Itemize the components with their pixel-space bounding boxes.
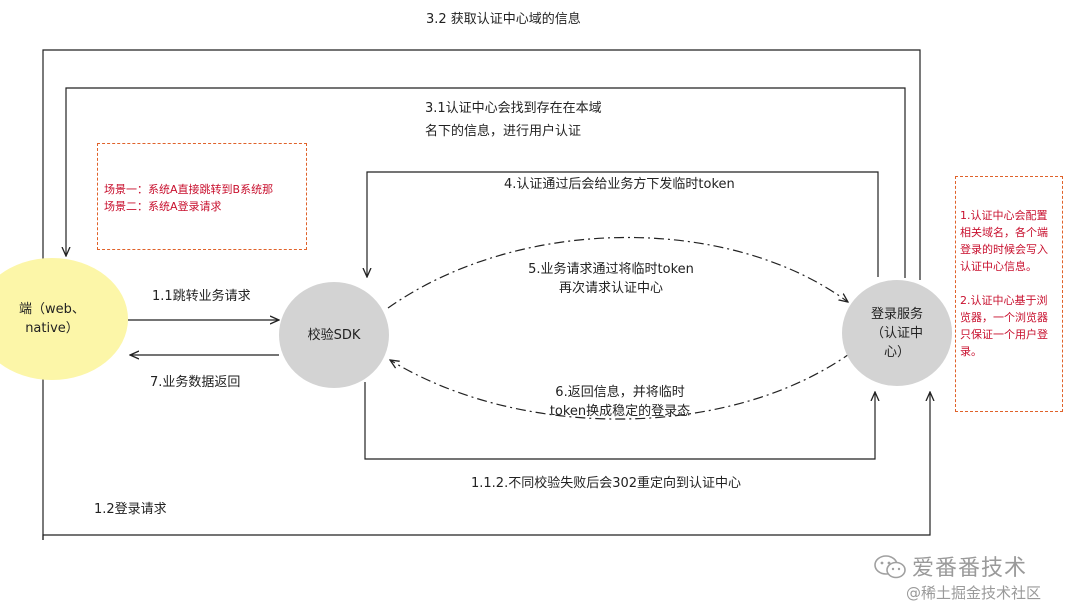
scenario-1-text: 场景一：系统A直接跳转到B系统那	[104, 183, 274, 196]
auth-note-line7: 只保证一个用户登	[960, 328, 1048, 341]
auth-note-line4: 认证中心信息。	[960, 260, 1037, 273]
edge-4-label: 4.认证通过后会给业务方下发临时token	[504, 177, 735, 192]
edge-3-1-line	[66, 87, 906, 278]
login-label-line1: 登录服务	[870, 306, 923, 322]
edge-5-text-line1: 5.业务请求通过将临时token	[528, 262, 694, 277]
scenario-note-box	[97, 143, 307, 250]
edge-6-curve	[390, 351, 853, 420]
auth-center-note-box	[955, 176, 1063, 412]
edge-6-text-line2: token换成稳定的登录态	[549, 404, 691, 419]
edge-5-curve	[387, 236, 848, 309]
diagram-title: 3.2 获取认证中心域的信息	[426, 12, 581, 27]
login-label-line3: 心）	[883, 344, 910, 360]
edge-1-1-label: 1.1跳转业务请求	[152, 289, 251, 304]
client-label-line2: native）	[25, 321, 79, 336]
client-node: 端（web、 native）	[0, 258, 128, 380]
auth-note-line1: 1.认证中心会配置	[960, 209, 1048, 222]
scenario-2-text: 场景二：系统A登录请求	[104, 200, 222, 213]
login-label-line2: （认证中	[870, 325, 923, 341]
edge-3-1-label: 3.1认证中心会找到存在在本域 名下的信息，进行用户认证	[425, 99, 602, 141]
client-label-line1: 端（web、	[19, 302, 85, 317]
edge-5-text-line2: 再次请求认证中心	[558, 281, 663, 296]
edge-7-label: 7.业务数据返回	[150, 375, 241, 390]
sdk-label: 校验SDK	[307, 327, 361, 343]
edge-3-1-text-line2: 名下的信息，进行用户认证	[425, 124, 582, 139]
edge-1-1-2-line	[364, 382, 875, 460]
watermark-source: @稀土掘金技术社区	[906, 584, 1042, 602]
edge-6-label: 6.返回信息，并将临时 token换成稳定的登录态	[530, 383, 710, 421]
edge-1-1-2-label: 1.1.2.不同校验失败后会302重定向到认证中心	[471, 476, 742, 491]
sdk-node: 校验SDK	[279, 282, 389, 388]
auth-note-line3: 登录的时候会写入	[960, 243, 1048, 256]
wechat-logo-icon	[874, 555, 906, 579]
scenario-note: 场景一：系统A直接跳转到B系统那 场景二：系统A登录请求	[104, 181, 273, 215]
edge-5-label: 5.业务请求通过将临时token 再次请求认证中心	[500, 260, 722, 298]
edge-4-line	[367, 171, 879, 277]
auth-note-line8: 录。	[960, 345, 982, 358]
auth-note-line5: 2.认证中心基于浏	[960, 294, 1048, 307]
edge-3-1-text-line1: 3.1认证中心会找到存在在本域	[425, 101, 602, 116]
login-service-node: 登录服务 （认证中 心）	[842, 280, 952, 386]
edge-1-2-label: 1.2登录请求	[94, 502, 167, 517]
edge-1-2-line	[42, 392, 930, 540]
auth-note-line2: 相关域名，各个端	[960, 226, 1048, 239]
auth-center-note: 1.认证中心会配置 相关域名，各个端 登录的时候会写入 认证中心信息。 2.认证…	[960, 207, 1060, 360]
auth-note-line6: 览器，一个浏览器	[960, 311, 1048, 324]
edge-6-text-line1: 6.返回信息，并将临时	[555, 385, 685, 400]
watermark-brand: 爱番番技术	[912, 556, 1028, 581]
